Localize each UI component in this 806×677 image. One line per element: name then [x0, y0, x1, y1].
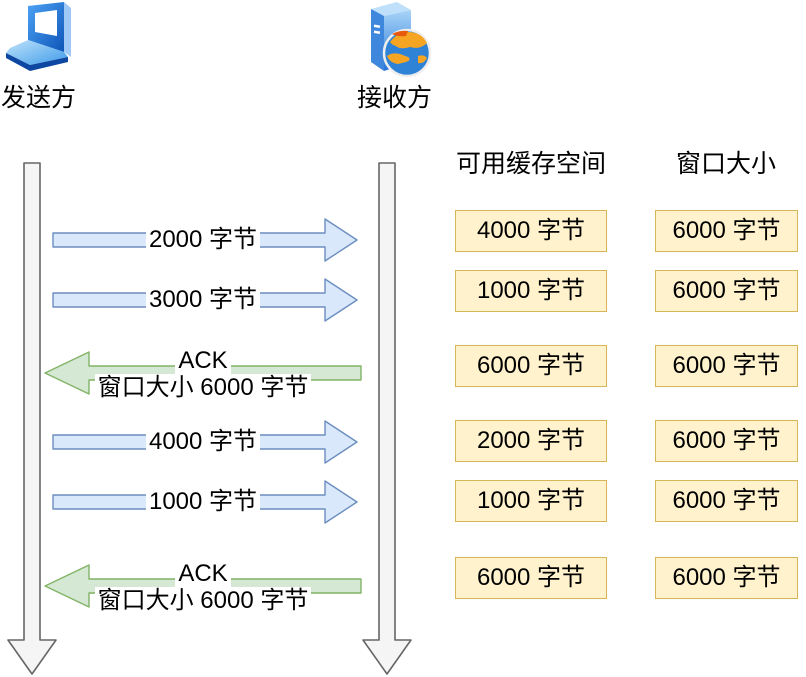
ack-label: ACK 窗口大小 6000 字节	[44, 560, 362, 614]
message-size-label: 2000 字节	[44, 225, 362, 255]
buffer-column-header: 可用缓存空间	[455, 150, 606, 178]
sender-label: 发送方	[1, 84, 77, 112]
receiver-timeline-arrow	[362, 162, 412, 675]
message-size-label: 3000 字节	[44, 285, 362, 315]
laptop-icon	[6, 2, 71, 71]
window-value-box: 6000 字节	[655, 345, 798, 387]
window-value-box: 6000 字节	[655, 557, 798, 599]
message-size-label: 4000 字节	[44, 427, 362, 457]
buffer-value-box: 1000 字节	[455, 480, 607, 522]
buffer-value-box: 6000 字节	[455, 557, 607, 599]
window-value-box: 6000 字节	[655, 210, 798, 252]
buffer-value-box: 4000 字节	[455, 210, 607, 252]
window-value-box: 6000 字节	[655, 270, 798, 312]
buffer-value-box: 2000 字节	[455, 420, 607, 462]
buffer-value-box: 6000 字节	[455, 345, 607, 387]
window-value-box: 6000 字节	[655, 420, 798, 462]
ack-label: ACK 窗口大小 6000 字节	[44, 347, 362, 401]
receiver-label: 接收方	[357, 84, 433, 112]
sender-timeline-arrow	[7, 162, 57, 675]
window-column-header: 窗口大小	[675, 150, 776, 178]
server-globe-icon	[371, 2, 432, 78]
buffer-value-box: 1000 字节	[455, 270, 607, 312]
message-size-label: 1000 字节	[44, 487, 362, 517]
window-value-box: 6000 字节	[655, 480, 798, 522]
